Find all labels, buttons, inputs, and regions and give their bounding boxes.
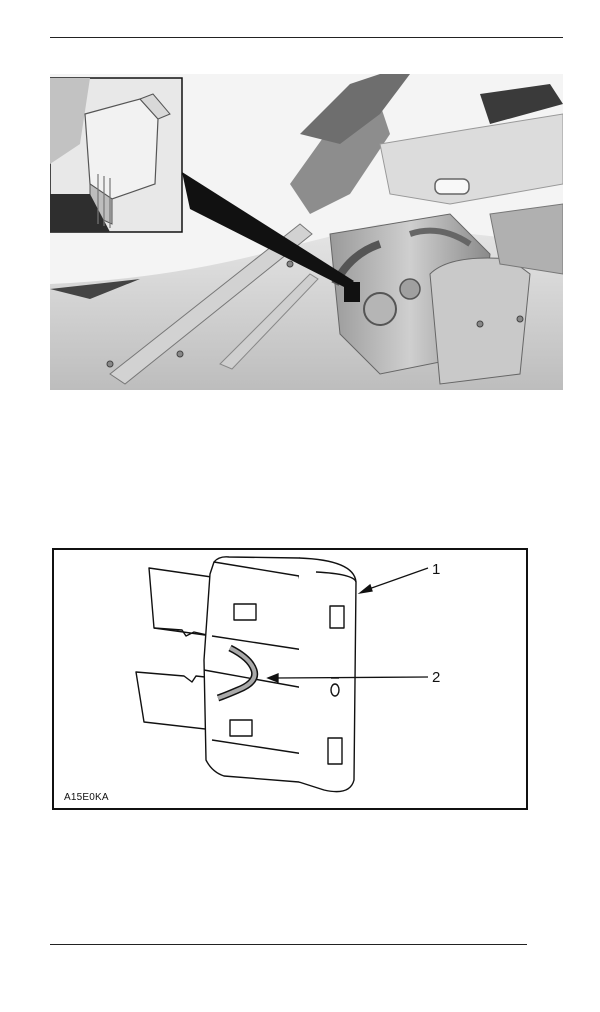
fuse-location-illustration (50, 74, 563, 390)
fuse-diagram: 1 2 A15E0KA (52, 548, 528, 810)
callout-2: 2 (432, 669, 441, 686)
callout-1: 1 (432, 561, 441, 578)
header-rule (50, 37, 563, 38)
footer-rule (50, 944, 527, 945)
figure-code: A15E0KA (64, 792, 109, 803)
